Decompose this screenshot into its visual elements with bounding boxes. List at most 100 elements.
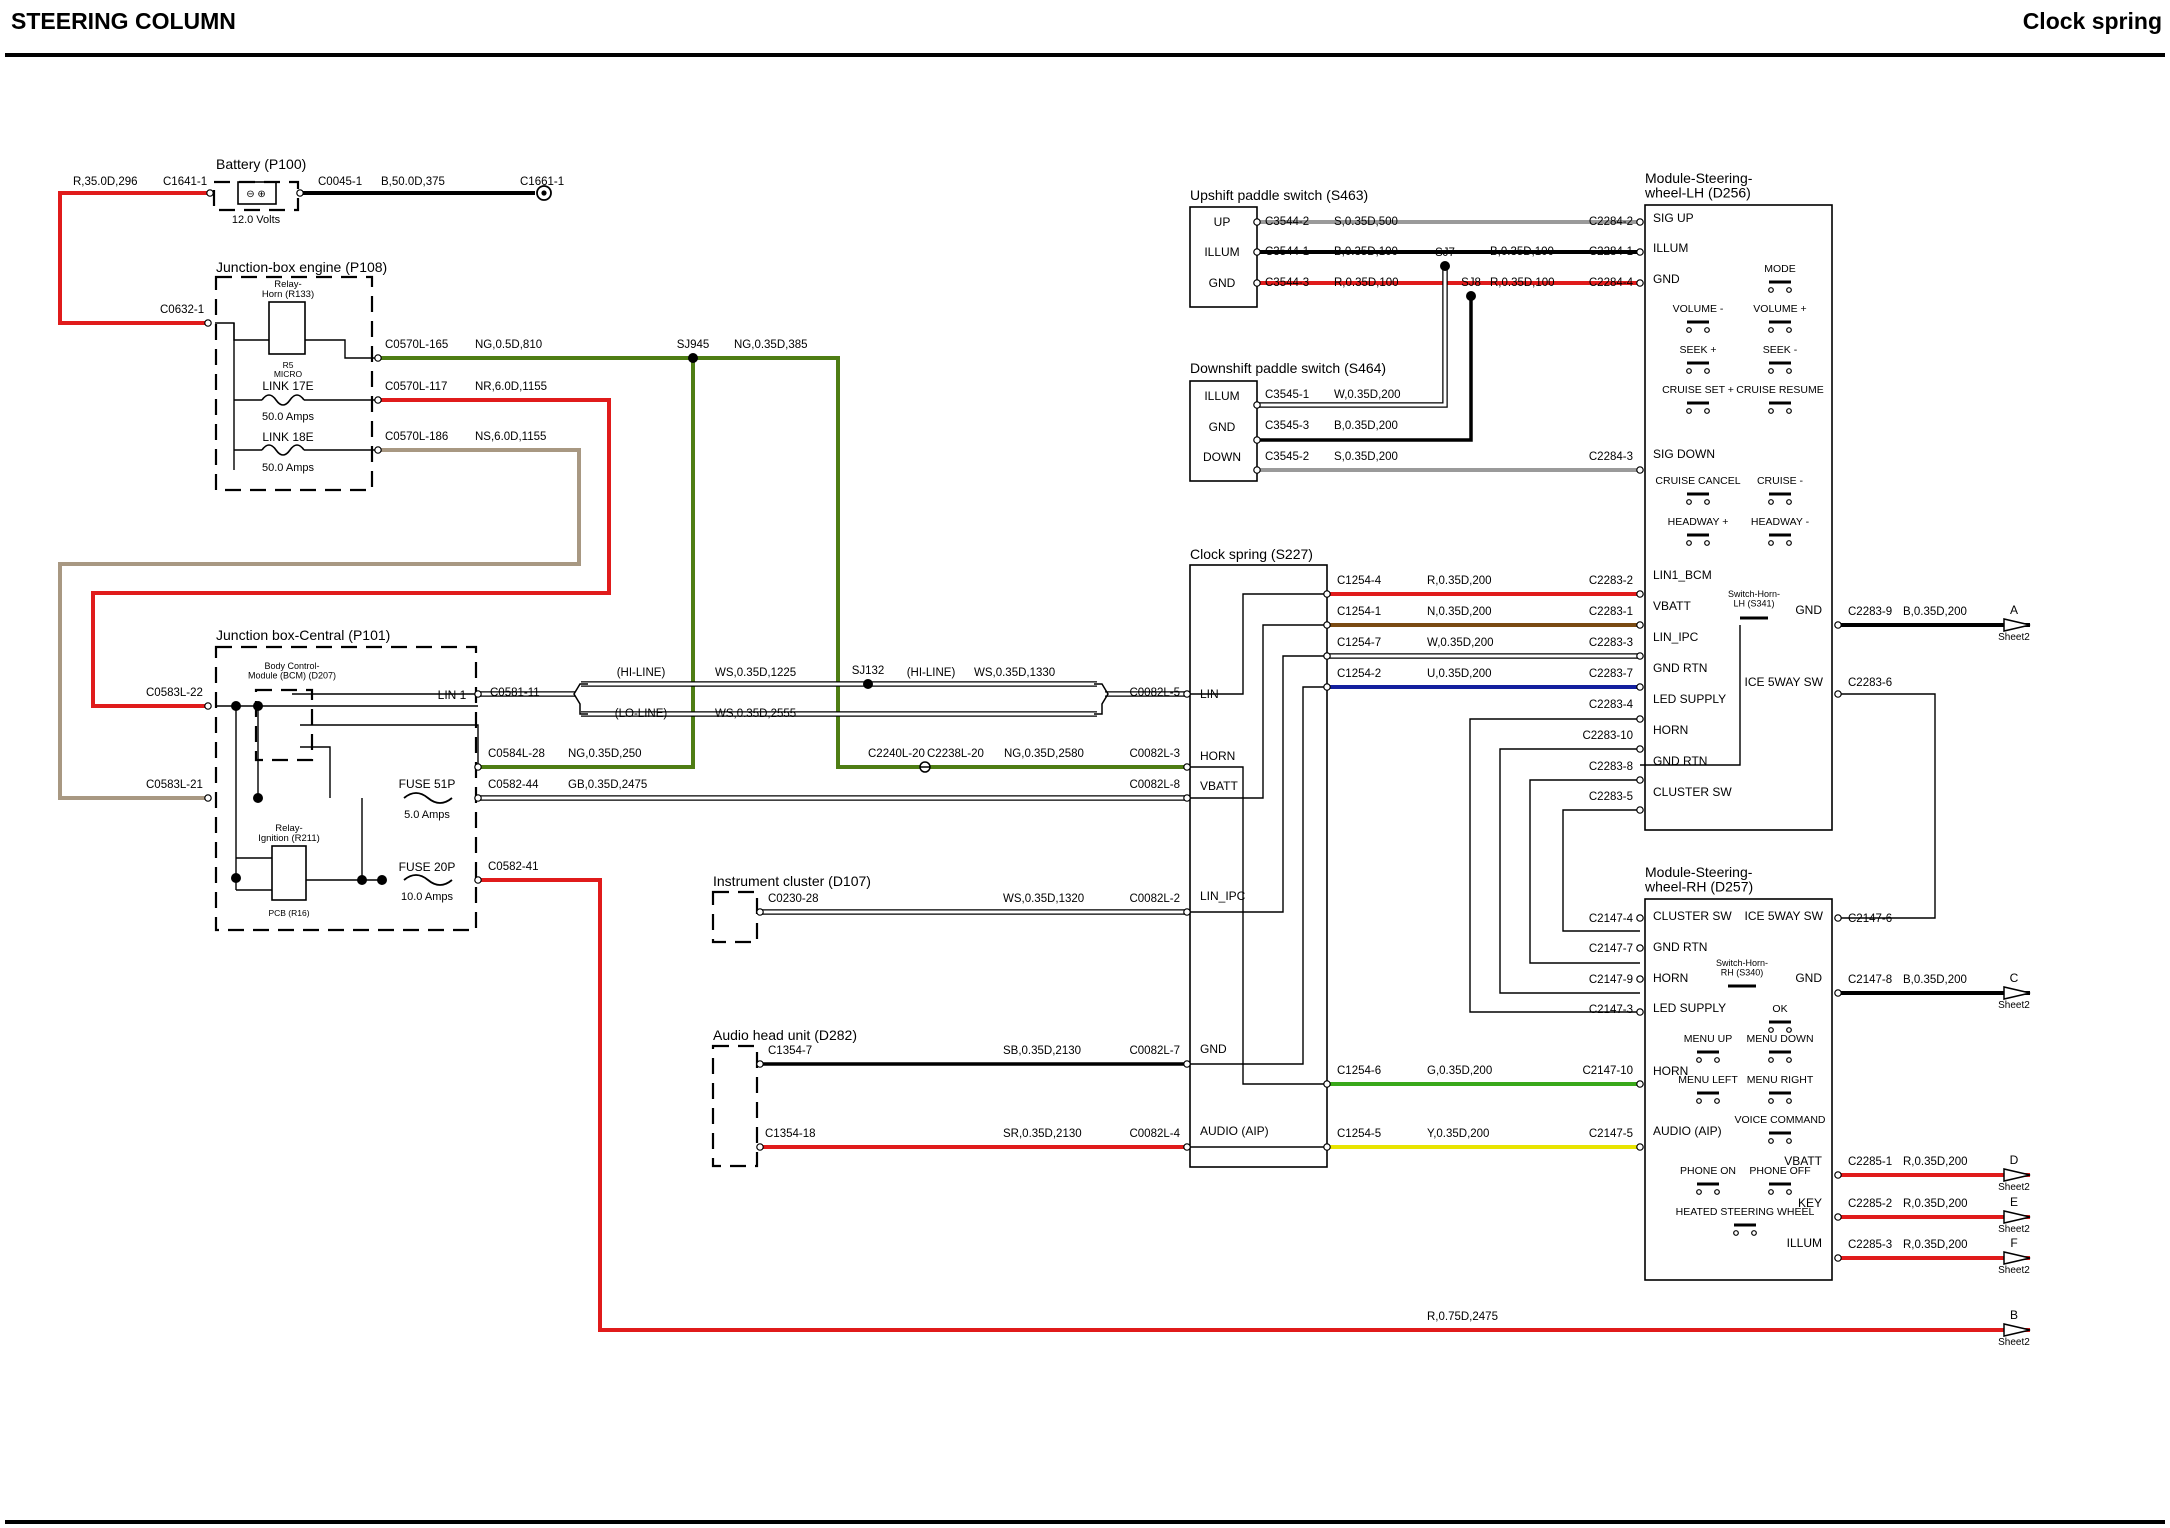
- connector-label: C0581-11: [490, 687, 540, 699]
- connector-label: C0045-1: [318, 176, 362, 188]
- sw-menu-left-pin: [1714, 1098, 1720, 1104]
- connector-label: C2283-7: [1589, 668, 1633, 680]
- connector-label: (LO-LINE): [615, 708, 668, 720]
- connector-label: C3544-3: [1265, 277, 1309, 289]
- connector-label: C0082L-4: [1129, 1128, 1180, 1140]
- swrh-pin-label: LED SUPPLY: [1653, 1001, 1726, 1015]
- sw-menu-left-pin: [1696, 1098, 1702, 1104]
- connector-label: C2147-6: [1848, 913, 1892, 925]
- sw-menu-right-label: MENU RIGHT: [1747, 1074, 1814, 1086]
- connector-label: C1254-4: [1337, 575, 1382, 587]
- connector-label: C2284-1: [1589, 246, 1633, 258]
- connector-label: WS,0.35D,1225: [715, 667, 796, 679]
- swlh-pin-label: LIN_IPC: [1653, 630, 1699, 644]
- harness-cluster: [1562, 809, 1640, 932]
- offsheet-a-sheet: Sheet2: [1998, 632, 2030, 643]
- fuse51p-symbol: [403, 792, 453, 804]
- swlh-pin-label: HORN: [1653, 723, 1688, 737]
- splice-sj7: [1440, 261, 1450, 271]
- connector-label: N,0.35D,200: [1427, 606, 1492, 618]
- connector-label: NS,6.0D,1155: [475, 431, 546, 443]
- connector-label: WS,0.35D,2555: [715, 708, 796, 720]
- swrh-pin-label: HORN: [1653, 971, 1688, 985]
- sw-volume-plus-label: VOLUME +: [1753, 303, 1806, 315]
- terminal-pin: [1323, 1143, 1331, 1151]
- relay-horn-label: Relay-: [274, 279, 301, 290]
- sw-heated-wheel-pin: [1751, 1230, 1757, 1236]
- connector-label: C2147-8: [1848, 974, 1892, 986]
- connector-label: C2284-3: [1589, 451, 1633, 463]
- bcm-label: Module (BCM) (D207): [248, 670, 336, 680]
- section-title: STEERING COLUMN: [11, 8, 236, 34]
- swrh-key: KEY: [1798, 1196, 1822, 1210]
- hornsw-lh-label: Switch-Horn-: [1728, 589, 1780, 599]
- offsheet-c-letter: C: [2010, 971, 2019, 985]
- fuse20p-symbol: [403, 874, 453, 886]
- sw-cruise-minus-label: CRUISE -: [1757, 475, 1804, 487]
- sw-mode-pin: [1786, 287, 1792, 293]
- splice-sj132-label: SJ132: [852, 665, 885, 677]
- sw-headway-plus-pin: [1704, 540, 1710, 546]
- sw-volume-minus-label: VOLUME -: [1673, 303, 1724, 315]
- sw-phone-on-label: PHONE ON: [1680, 1165, 1736, 1177]
- connector-label: C2283-5: [1589, 791, 1633, 803]
- connector-label: S,0.35D,500: [1334, 216, 1398, 228]
- connector-label: C2283-8: [1589, 761, 1633, 773]
- connector-label: C1354-18: [765, 1128, 816, 1140]
- wire-link18e: [58, 448, 581, 800]
- terminal-pin: [474, 794, 482, 802]
- cs-horn: HORN: [1200, 749, 1235, 763]
- wire-horn-ng: [378, 356, 1187, 769]
- upshift-illum: ILLUM: [1204, 245, 1239, 259]
- terminal-pin: [474, 763, 482, 771]
- connector-label: C0082L-3: [1129, 748, 1180, 760]
- connector-label: C2147-5: [1589, 1128, 1633, 1140]
- sw-headway-minus-label: HEADWAY -: [1751, 516, 1810, 528]
- sw-phone-off-label: PHONE OFF: [1749, 1165, 1810, 1177]
- harness-led: [1469, 718, 1640, 1013]
- connector-label: SB,0.35D,2130: [1003, 1045, 1081, 1057]
- connector-label: GB,0.35D,2475: [568, 779, 647, 791]
- battery-box: [212, 180, 300, 212]
- wire-link17e: [91, 398, 611, 708]
- sw-menu-up-pin: [1714, 1057, 1720, 1063]
- relay-ign-label: Relay-: [275, 823, 302, 834]
- connector-label: C2284-4: [1589, 277, 1634, 289]
- fuse20p-sub: 10.0 Amps: [401, 891, 453, 903]
- link17e-sub: 50.0 Amps: [262, 411, 314, 423]
- connector-label: R,35.0D,296: [73, 176, 138, 188]
- wire-sj7-illum: [1257, 266, 1447, 407]
- sw-volume-plus-pin: [1768, 327, 1774, 333]
- terminal-pin: [1636, 279, 1644, 287]
- sw-menu-left-label: MENU LEFT: [1678, 1074, 1738, 1086]
- terminal-pin: [1834, 989, 1842, 997]
- terminal-pin: [296, 189, 304, 197]
- jbe-name: Junction-box engine (P108): [216, 259, 387, 275]
- sw-phone-on-pin: [1696, 1189, 1702, 1195]
- offsheet-b-sheet: Sheet2: [1998, 1337, 2030, 1348]
- sw-menu-right-pin: [1768, 1098, 1774, 1104]
- connector-label: C2240L-20: [868, 748, 925, 760]
- connector-label: NG,0.35D,250: [568, 748, 642, 760]
- link17e-label: LINK 17E: [262, 379, 313, 393]
- swrh-name: Module-Steering-: [1645, 864, 1753, 880]
- ground-symbol-core: [541, 190, 547, 196]
- connector-label: NR,6.0D,1155: [475, 381, 547, 393]
- connector-label: R,0.35D,200: [1903, 1239, 1968, 1251]
- terminal-pin: [756, 1060, 764, 1068]
- sw-voice-command-pin: [1786, 1138, 1792, 1144]
- connector-label: C2147-10: [1582, 1065, 1633, 1077]
- relay-ign-label: Ignition (R211): [258, 833, 320, 844]
- connector-label: C2283-1: [1589, 606, 1633, 618]
- offsheet-c-sheet: Sheet2: [1998, 1000, 2030, 1011]
- sw-seek-minus-pin: [1786, 368, 1792, 374]
- sw-cruise-resume-pin: [1786, 408, 1792, 414]
- connector-label: R,0.35D,200: [1903, 1198, 1968, 1210]
- connector-label: C1254-7: [1337, 637, 1381, 649]
- link17e-symbol: [261, 394, 305, 406]
- connector-label: C2285-2: [1848, 1198, 1892, 1210]
- connector-label: B,0.35D,100: [1490, 246, 1554, 258]
- connector-label: G,0.35D,200: [1427, 1065, 1492, 1077]
- swlh-pin-label: GND: [1653, 272, 1680, 286]
